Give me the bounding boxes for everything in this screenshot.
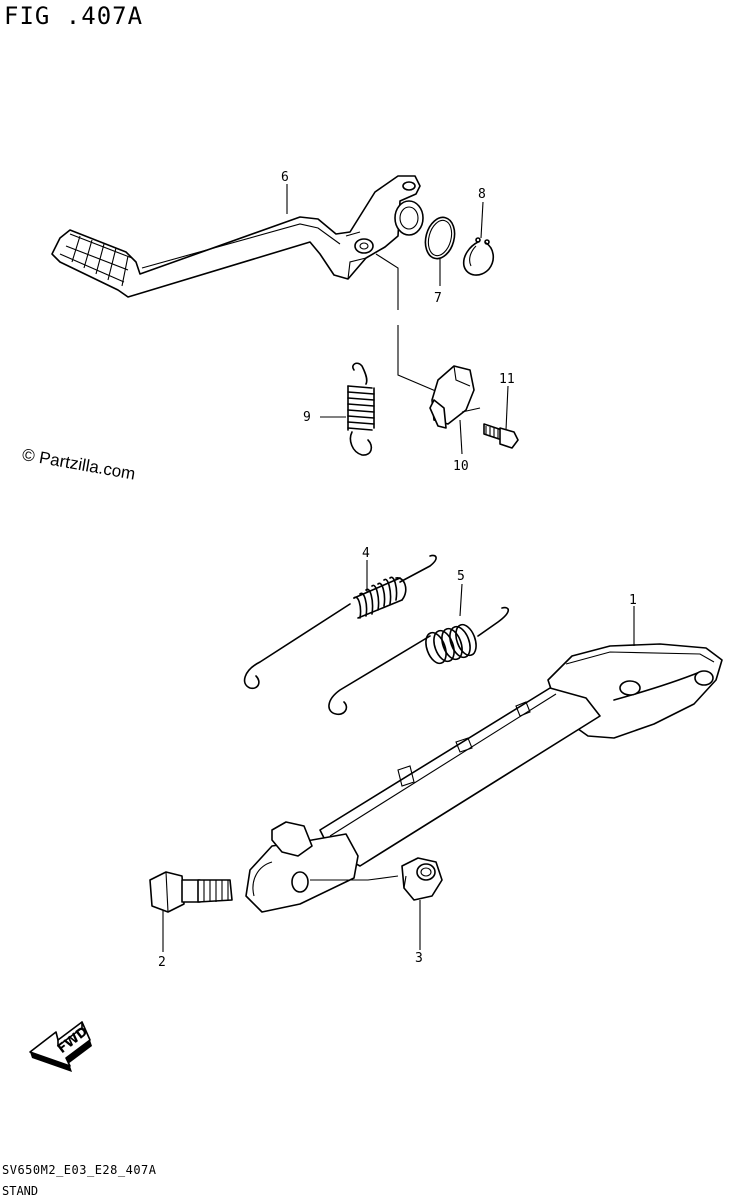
pedal-bracket[interactable]: [429, 365, 481, 429]
callout-5: 5: [457, 569, 465, 584]
leader-lines: [162, 184, 635, 952]
stand-spring-a[interactable]: [243, 554, 437, 690]
stand-nut[interactable]: [401, 857, 443, 901]
callout-11: 11: [499, 372, 515, 387]
callout-6: 6: [281, 170, 289, 185]
callout-8: 8: [478, 187, 486, 202]
bracket-bolt[interactable]: [483, 423, 519, 449]
callout-9: 9: [303, 410, 311, 425]
circlip[interactable]: [462, 237, 495, 276]
figure-title: FIG .407A: [4, 2, 144, 30]
fwd-arrow: FWD: [29, 1021, 92, 1072]
stand-bolt[interactable]: [149, 871, 233, 913]
callout-7: 7: [434, 291, 442, 306]
callout-1: 1: [629, 593, 637, 608]
assembly-line: [375, 253, 439, 393]
callout-3: 3: [415, 951, 423, 966]
callout-10: 10: [453, 459, 469, 474]
footer-code: SV650M2_E03_E28_407A: [2, 1163, 157, 1177]
stand-spring-b[interactable]: [328, 606, 510, 716]
return-spring[interactable]: [347, 362, 375, 456]
callout-4: 4: [362, 546, 370, 561]
footer-title: STAND: [2, 1184, 39, 1198]
callout-labels: 1 2 3 4 5 6 7 8 9 10 11: [158, 170, 637, 970]
brake-pedal[interactable]: [51, 175, 424, 298]
callout-2: 2: [158, 955, 166, 970]
side-stand[interactable]: [245, 643, 723, 913]
o-ring[interactable]: [421, 214, 459, 262]
